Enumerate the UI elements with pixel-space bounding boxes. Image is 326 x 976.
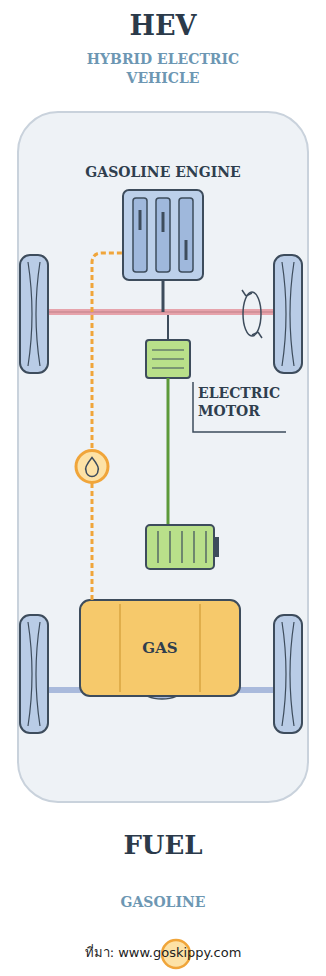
- motor-box: [146, 315, 190, 378]
- node-label: ELECTRIC MOTOR: [198, 384, 294, 420]
- engine-block: [123, 190, 203, 312]
- front-axle: [46, 309, 276, 315]
- fuel-drop-icon: [76, 451, 108, 483]
- fuel-tank-node: GAS: [80, 600, 240, 696]
- source-caption: ที่มา: www.goskippy.com: [0, 942, 326, 963]
- engine-node: GASOLINE ENGINE: [123, 190, 203, 280]
- car-body: [18, 112, 308, 802]
- tire-tread: [28, 262, 294, 726]
- node-label: GAS: [80, 639, 240, 657]
- drop-symbol: [86, 458, 99, 477]
- title-text: HEV: [0, 10, 326, 41]
- fuel-line: [92, 253, 123, 600]
- battery: [146, 525, 219, 569]
- node-label: GASOLINE ENGINE: [85, 164, 240, 180]
- fuel-tank: [80, 600, 240, 696]
- rotation-arrow: [242, 290, 262, 338]
- wheel: [20, 255, 302, 733]
- fuel-heading: FUEL: [0, 830, 326, 860]
- power-cable: [167, 378, 170, 525]
- subtitle-text: HYBRID ELECTRIC VEHICLE: [60, 50, 266, 88]
- fuel-type-text: GASOLINE: [0, 894, 326, 910]
- motor-node: ELECTRIC MOTOR: [146, 340, 190, 378]
